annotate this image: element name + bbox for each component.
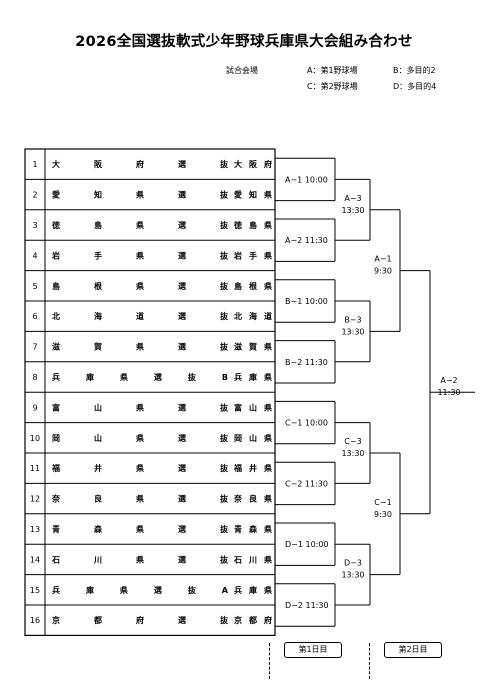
team-number: 5	[32, 282, 37, 291]
team-number: 7	[32, 343, 37, 352]
round2-code: D−3	[344, 559, 362, 568]
venue-label: 試合会場	[226, 66, 258, 75]
round2-code: C−3	[344, 437, 361, 446]
team-short-name: 青森県	[234, 524, 272, 534]
team-short-name: 岩手県	[233, 250, 272, 260]
round2-code: B−3	[344, 315, 361, 324]
team-number: 9	[32, 403, 37, 412]
team-name: 岡山県選抜	[52, 433, 229, 443]
team-number: 2	[32, 191, 37, 200]
round1-label: D−2 11:30	[285, 601, 329, 610]
day-divider	[369, 643, 370, 679]
team-name: 北海道選抜	[52, 311, 229, 321]
team-name: 兵庫県選抜B	[52, 372, 228, 382]
team-short-name: 奈良県	[233, 494, 272, 504]
round3-time: 9:30	[374, 267, 392, 276]
team-short-name: 北海道	[234, 311, 272, 321]
team-number: 8	[32, 373, 37, 382]
venue-c: C：第2野球場	[307, 82, 358, 91]
venue-d: D：多目的4	[393, 82, 437, 91]
team-short-name: 富山県	[234, 402, 272, 412]
team-number: 1	[32, 160, 37, 169]
team-name: 徳島県選抜	[51, 220, 229, 230]
team-name: 岩手県選抜	[51, 250, 229, 260]
round2-code: A−3	[344, 194, 361, 203]
final-code: A−2	[440, 376, 457, 385]
team-name: 福井県選抜	[51, 463, 229, 473]
team-number: 15	[30, 586, 40, 595]
team-name: 島根県選抜	[52, 281, 229, 291]
team-number: 14	[30, 555, 40, 564]
team-name: 京都府選抜	[52, 615, 229, 625]
team-short-name: 徳島県	[233, 220, 272, 230]
round1-label: C−1 10:00	[285, 419, 328, 428]
team-short-name: 愛知県	[234, 190, 272, 200]
team-short-name: 兵庫県	[234, 372, 272, 382]
venue-a: A：第1野球場	[307, 66, 358, 75]
venue-b: B：多目的2	[393, 66, 436, 75]
team-name: 愛知県選抜	[52, 190, 229, 200]
team-short-name: 岡山県	[234, 433, 272, 443]
round2-time: 13:30	[341, 206, 364, 215]
team-short-name: 大阪府	[234, 159, 272, 169]
team-name: 石川県選抜	[51, 554, 229, 564]
team-short-name: 兵庫県	[234, 585, 272, 595]
team-name: 兵庫県選抜A	[52, 585, 229, 595]
round3-code: A−1	[374, 255, 391, 264]
team-number: 16	[30, 616, 40, 625]
final-time: 11:30	[437, 388, 460, 397]
day-divider	[269, 643, 270, 679]
round1-label: A−2 11:30	[285, 236, 328, 245]
round1-label: D−1 10:00	[285, 540, 329, 549]
team-name: 滋賀県選抜	[52, 342, 229, 352]
round1-label: A−1 10:00	[285, 175, 328, 184]
team-name: 青森県選抜	[52, 524, 229, 534]
round1-label: B−2 11:30	[285, 358, 328, 367]
team-number: 11	[30, 464, 40, 473]
team-short-name: 島根県	[234, 281, 272, 291]
team-number: 12	[30, 495, 40, 504]
round2-time: 13:30	[341, 571, 364, 580]
team-short-name: 滋賀県	[234, 342, 272, 352]
team-number: 13	[30, 525, 40, 534]
team-name: 奈良県選抜	[51, 494, 229, 504]
team-short-name: 石川県	[233, 554, 272, 564]
team-name: 大阪府選抜	[52, 159, 229, 169]
team-number: 4	[32, 251, 37, 260]
round2-time: 13:30	[341, 449, 364, 458]
team-short-name: 京都府	[234, 615, 272, 625]
team-number: 6	[32, 312, 37, 321]
round1-label: B−1 10:00	[285, 297, 328, 306]
team-short-name: 福井県	[233, 463, 272, 473]
round1-label: C−2 11:30	[285, 479, 328, 488]
round3-code: C−1	[374, 498, 391, 507]
round2-time: 13:30	[341, 327, 364, 336]
day2-label: 第2日目	[384, 642, 442, 658]
team-number: 3	[32, 221, 37, 230]
team-name: 富山県選抜	[52, 402, 229, 412]
team-number: 10	[30, 434, 40, 443]
round3-time: 9:30	[374, 510, 392, 519]
page-title: 2026全国選抜軟式少年野球兵庫県大会組み合わせ	[75, 34, 413, 50]
day1-label: 第1日目	[284, 642, 342, 658]
